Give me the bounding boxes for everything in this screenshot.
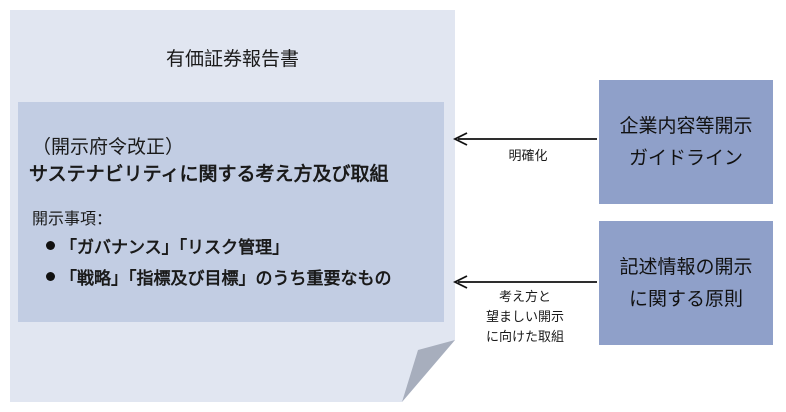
connector-text: 考え方と bbox=[498, 290, 551, 305]
guideline-line: 企業内容等開示 bbox=[619, 115, 753, 137]
bullet-text: 「戦略」「指標及び目標」のうち重要なもの bbox=[60, 269, 392, 289]
document-fold bbox=[402, 340, 455, 402]
disclosure-items-label: 開示事項： bbox=[32, 209, 113, 228]
sustainability-heading: サステナビリティに関する考え方及び取組 bbox=[29, 163, 389, 185]
approach-label: 考え方と 望ましい開示 に向けた取組 bbox=[470, 288, 580, 348]
connector-text: 明確化 bbox=[508, 149, 548, 164]
guideline-box: 企業内容等開示 ガイドライン bbox=[599, 80, 773, 204]
guideline-line: ガイドライン bbox=[628, 147, 743, 169]
bullet-item: 「戦略」「指標及び目標」のうち重要なもの bbox=[46, 264, 392, 289]
connector-text: に向けた取組 bbox=[485, 330, 564, 345]
clarification-label: 明確化 bbox=[488, 147, 568, 167]
amendment-note: （開示府令改正） bbox=[32, 136, 185, 158]
principles-line: 記述情報の開示 bbox=[619, 256, 753, 278]
document-title: 有価証券報告書 bbox=[165, 48, 299, 70]
connector-text: 望ましい開示 bbox=[485, 310, 564, 325]
bullet-text: 「ガバナンス」「リスク管理」 bbox=[60, 238, 290, 258]
bullet-dot-icon bbox=[46, 241, 55, 250]
disclosure-panel bbox=[18, 102, 444, 322]
arrow-head-top bbox=[452, 132, 468, 146]
bullet-item: 「ガバナンス」「リスク管理」 bbox=[46, 233, 289, 258]
principles-line: に関する原則 bbox=[628, 288, 743, 310]
arrow-head-bottom bbox=[452, 275, 468, 289]
bullet-dot-icon bbox=[46, 272, 55, 281]
principles-box: 記述情報の開示 に関する原則 bbox=[599, 221, 773, 345]
